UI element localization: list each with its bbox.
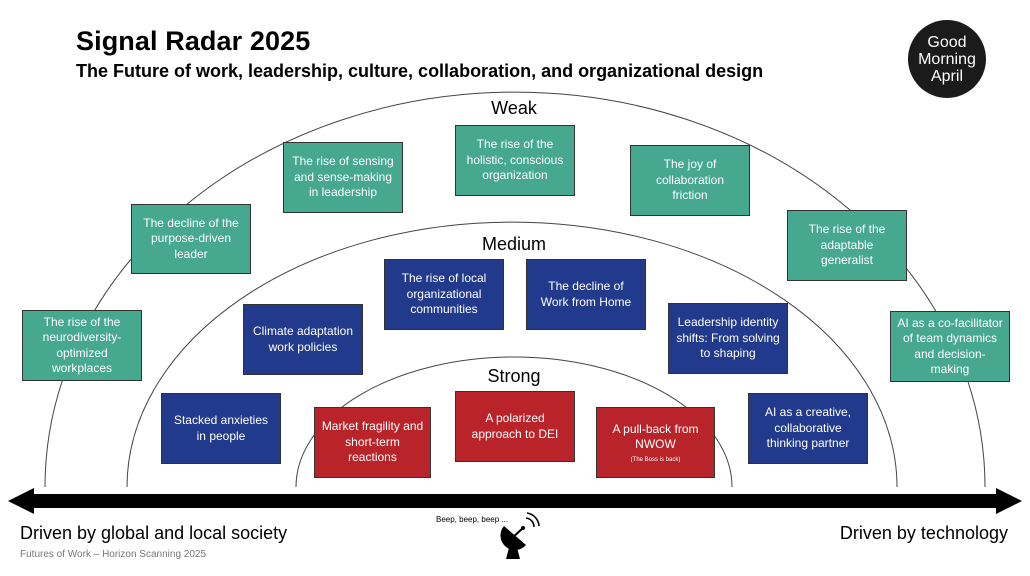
good-morning-april-logo: Good Morning April [908, 20, 986, 98]
page-title: Signal Radar 2025 [76, 26, 311, 56]
signal-decline-wfh: The decline of Work from Home [526, 259, 646, 330]
ring-label-medium: Medium [481, 234, 547, 254]
signal-sensing-leadership: The rise of sensing and sense-making in … [283, 142, 403, 213]
signal-ai-cofacilitator: AI as a co-facilitator of team dynamics … [890, 311, 1010, 382]
ring-label-weak: Weak [491, 98, 537, 118]
ring-label-strong: Strong [487, 366, 541, 386]
logo-line-2: Morning [918, 50, 976, 68]
page-subtitle: The Future of work, leadership, culture,… [76, 61, 764, 81]
logo-line-3: April [930, 67, 963, 85]
signal-climate-policies: Climate adaptation work policies [243, 304, 363, 375]
axis-left-arrowhead [8, 488, 34, 514]
logo-line-1: Good [927, 33, 967, 51]
signal-pullback-label: A pull-back from NWOW [612, 421, 699, 452]
satellite-dish-icon [500, 512, 540, 559]
signal-collaboration-friction: The joy of collaboration friction [630, 145, 750, 216]
axis-bar [30, 494, 1000, 508]
signal-neurodiversity: The rise of the neurodiversity-optimized… [22, 310, 142, 381]
axis-right-label: Driven by technology [839, 523, 1008, 543]
signal-pullback-nwow: A pull-back from NWOW (The Boss is back) [596, 407, 715, 478]
axis-right-arrowhead [996, 488, 1022, 514]
signal-pullback-note: (The Boss is back) [630, 456, 681, 463]
signal-holistic-organization: The rise of the holistic, conscious orga… [455, 125, 575, 196]
signal-adaptable-generalist: The rise of the adaptable generalist [787, 210, 907, 281]
signal-ai-creative-partner: AI as a creative, collaborative thinking… [748, 393, 868, 464]
beep-caption: Beep, beep, beep ... [436, 515, 509, 524]
signal-stacked-anxieties: Stacked anxieties in people [161, 393, 281, 464]
signal-purpose-driven-leader: The decline of the purpose-driven leader [131, 204, 251, 274]
axis-left-label: Driven by global and local society [20, 523, 288, 543]
signal-market-fragility: Market fragility and short-term reaction… [314, 407, 431, 478]
medium-ring-arc [126, 221, 898, 488]
signal-leadership-identity: Leadership identity shifts: From solving… [668, 303, 788, 374]
weak-ring-arc [44, 91, 986, 488]
signal-local-communities: The rise of local organizational communi… [384, 259, 504, 330]
footer-text: Futures of Work – Horizon Scanning 2025 [20, 549, 207, 560]
signal-polarized-dei: A polarized approach to DEI [455, 391, 575, 462]
